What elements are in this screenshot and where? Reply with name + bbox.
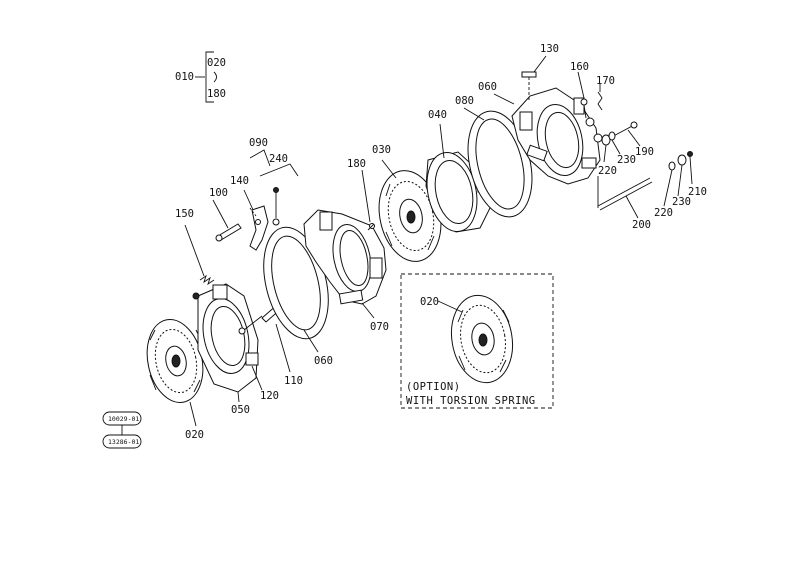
label-160: 160: [570, 61, 589, 73]
label-200: 200: [632, 219, 651, 231]
label-090: 090: [249, 137, 268, 149]
spring-pin-170: [597, 91, 603, 111]
label-010: 010: [175, 71, 194, 83]
clutch-disc-020: [146, 319, 204, 403]
label-070: 070: [370, 321, 389, 333]
option-box: 020 (OPTION) WITH TORSION SPRING: [400, 273, 554, 409]
label-020-option: 020: [420, 296, 439, 308]
label-100: 100: [209, 187, 228, 199]
option-caption-line1: (OPTION): [406, 381, 461, 393]
label-050: 050: [231, 404, 250, 416]
spring-150: [199, 274, 215, 286]
label-020: 020: [185, 429, 204, 441]
label-220-upper: 220: [598, 165, 617, 177]
torsion-spring-disc-020: [450, 294, 514, 384]
label-060: 060: [478, 81, 497, 93]
label-130: 130: [540, 43, 559, 55]
clutch-disc-030: [378, 170, 442, 262]
release-lever-090: [249, 187, 280, 251]
label-110: 110: [284, 375, 303, 387]
label-170: 170: [596, 75, 615, 87]
flywheel-ring-040: [425, 151, 491, 233]
bolt-130: [521, 71, 537, 102]
label-120: 120: [260, 390, 279, 402]
label-150: 150: [175, 208, 194, 220]
option-caption-line2: WITH TORSION SPRING: [406, 395, 536, 407]
clutch-housing-060: [511, 87, 603, 185]
label-210: 210: [688, 186, 707, 198]
label-180: 180: [347, 158, 366, 170]
label-080: 080: [455, 95, 474, 107]
label-240: 240: [269, 153, 288, 165]
pressure-plate-050: [192, 283, 259, 393]
label-190: 190: [635, 146, 654, 158]
bolt-190: [601, 121, 638, 146]
label-040: 040: [428, 109, 447, 121]
label-230-upper: 230: [617, 154, 636, 166]
label-020-group: 020: [207, 57, 226, 69]
label-060-lower: 060: [314, 355, 333, 367]
friction-ring-080: [467, 110, 533, 218]
badge-top: 10029-01: [108, 415, 139, 423]
bolt-180: [367, 223, 375, 231]
bolt-120: [238, 315, 263, 335]
label-030: 030: [372, 144, 391, 156]
reference-badges: 10029-01 13286-01: [102, 411, 142, 449]
clutch-cover-070: [303, 209, 387, 305]
pin-100: [215, 223, 242, 242]
group-label-010: 010 020 180: [175, 51, 226, 103]
label-180-group: 180: [207, 88, 226, 100]
label-140: 140: [230, 175, 249, 187]
badge-bottom: 13286-01: [108, 438, 139, 446]
label-220-lower: 220: [654, 207, 673, 219]
label-230-lower: 230: [672, 196, 691, 208]
washer-160: [580, 98, 588, 119]
